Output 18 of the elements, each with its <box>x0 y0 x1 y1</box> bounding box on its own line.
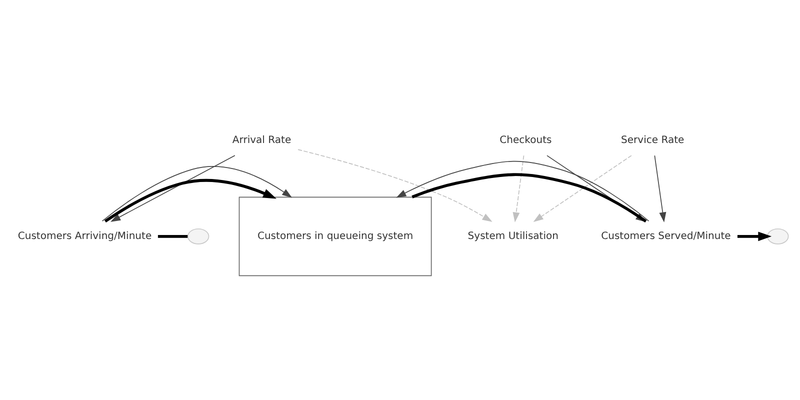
arrow <box>102 166 292 222</box>
arrow <box>654 154 666 222</box>
node-cloud <box>187 228 210 244</box>
arrow <box>110 154 236 222</box>
node-box: Customers in queueing system <box>238 196 432 276</box>
node-text: Customers Arriving/Minute <box>18 230 152 242</box>
node-text: Customers Served/Minute <box>601 230 731 242</box>
arrow <box>298 148 492 222</box>
node-text: Service Rate <box>621 134 684 146</box>
node-text: Arrival Rate <box>232 134 292 146</box>
arrow <box>533 154 632 222</box>
arrow <box>737 231 772 241</box>
node-cloud <box>767 228 789 244</box>
connector <box>158 234 188 238</box>
arrow <box>512 154 524 222</box>
node-text: Checkouts <box>500 134 552 146</box>
node-text: System Utilisation <box>468 230 558 242</box>
arrow <box>104 178 276 222</box>
